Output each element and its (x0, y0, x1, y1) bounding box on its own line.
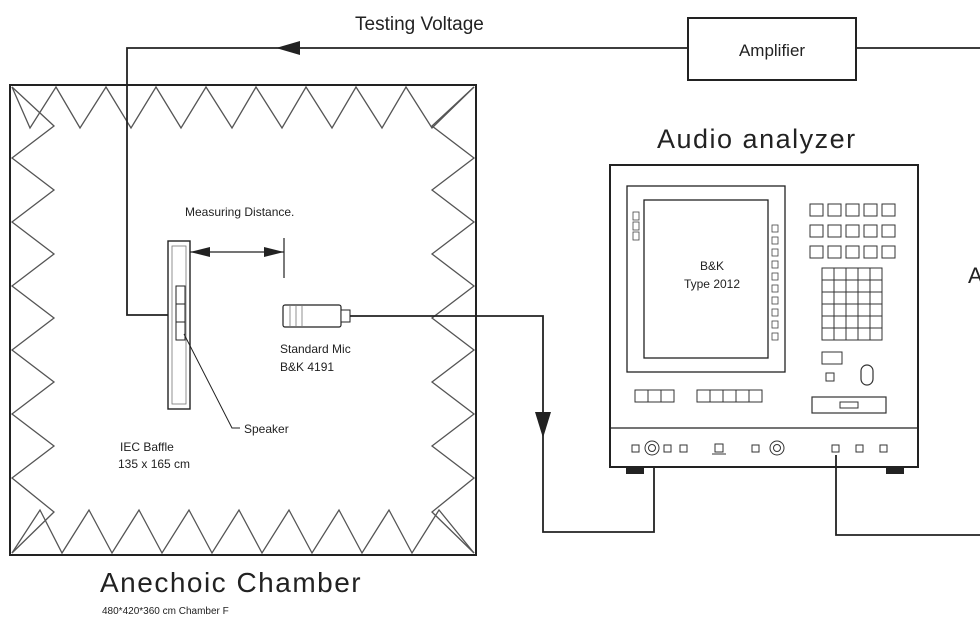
analyzer-small-button (821, 351, 843, 365)
speaker-pointer (183, 333, 240, 429)
analyzer-function-keys (809, 203, 896, 259)
chamber-wedges-left (10, 86, 56, 554)
audio-analyzer-device: B&K Type 2012 (609, 164, 919, 474)
chamber-dimensions: 480*420*360 cm Chamber F (102, 606, 229, 617)
anechoic-chamber (9, 84, 477, 556)
baffle-label-line1: IEC Baffle (120, 440, 174, 454)
analyzer-model-line2: Type 2012 (684, 277, 740, 291)
arrow-right-icon (264, 247, 284, 257)
testing-voltage-line (126, 41, 688, 316)
analyzer-keypad (821, 267, 883, 341)
measuring-distance-marker (190, 238, 285, 278)
measuring-distance-label: Measuring Distance. (185, 205, 294, 219)
analyzer-model-line1: B&K (700, 259, 724, 273)
speaker-label: Speaker (244, 422, 289, 436)
cutoff-label: A (968, 263, 980, 288)
chamber-wedges-bottom (11, 508, 475, 555)
mic-label-line2: B&K 4191 (280, 360, 334, 374)
analyzer-foot-left (626, 466, 644, 474)
analyzer-output-cable (835, 455, 980, 536)
arrow-left-icon (276, 41, 300, 55)
standard-mic (282, 304, 351, 328)
mic-label-line1: Standard Mic (280, 342, 351, 356)
mic-signal-cable (350, 315, 655, 533)
arrow-left-icon (190, 247, 210, 257)
analyzer-screen (643, 199, 769, 359)
chamber-wall (9, 84, 477, 556)
analyzer-connector-panel (631, 440, 888, 456)
analyzer-knob (860, 364, 874, 386)
testing-voltage-label: Testing Voltage (355, 14, 484, 35)
amplifier-label: Amplifier (739, 41, 805, 60)
analyzer-small-button (825, 372, 835, 382)
baffle-label-line2: 135 x 165 cm (118, 457, 190, 471)
analyzer-button-row (634, 389, 763, 403)
speaker (175, 285, 186, 341)
amplifier-box (687, 17, 857, 81)
audio-analyzer-title: Audio analyzer (657, 124, 857, 154)
chamber-wedges-right (430, 86, 476, 554)
arrow-down-icon (535, 412, 551, 438)
analyzer-foot-right (886, 466, 904, 474)
chamber-wedges-top (11, 85, 475, 130)
analyzer-side-keys (632, 211, 779, 341)
chamber-title: Anechoic Chamber (100, 567, 362, 598)
